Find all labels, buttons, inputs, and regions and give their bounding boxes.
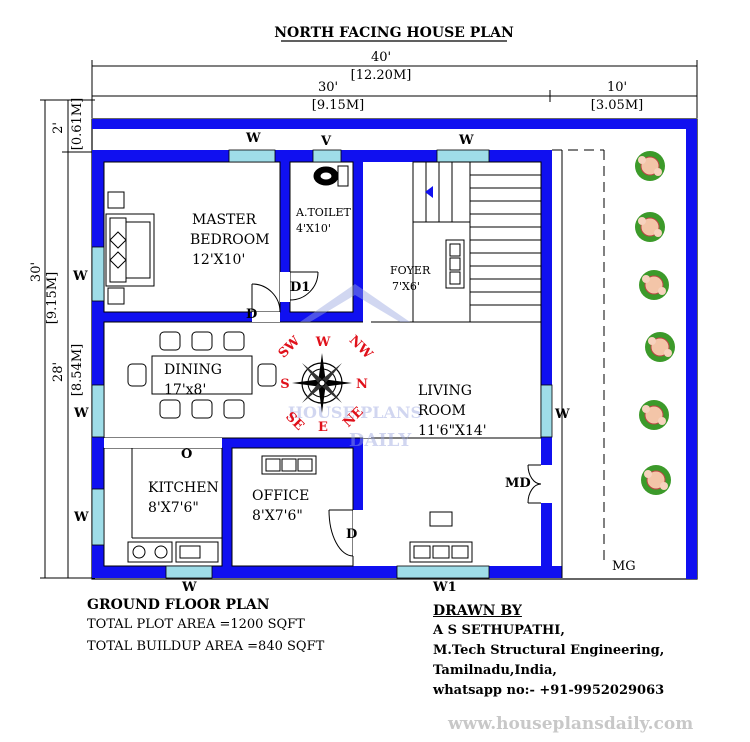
main-gate-label: MG <box>612 559 636 574</box>
dining-size: 17'x8' <box>164 382 206 398</box>
door-label-bedroom: D <box>246 307 257 322</box>
author-contact: whatsapp no:- +91-9952029063 <box>433 683 665 698</box>
toilet-name: A.TOILET <box>295 206 351 219</box>
door-openings <box>104 272 552 556</box>
window-label-right: W <box>554 407 570 422</box>
house-width-label: 30' <box>318 80 338 95</box>
left-dimensions <box>40 99 95 579</box>
house-depth-label: 28' <box>51 362 66 382</box>
buildup-area-text: TOTAL BUILDUP AREA =840 SQFT <box>87 639 325 654</box>
foyer-size: 7'X6' <box>392 280 420 293</box>
sofa-living-icon <box>409 511 473 563</box>
main-door-label: MD <box>505 476 531 491</box>
svg-text:SW: SW <box>276 333 304 361</box>
door-label-office: D <box>346 527 357 542</box>
foyer-name: FOYER <box>390 264 431 277</box>
kitchen-name: KITCHEN <box>148 480 219 496</box>
flower-icons <box>635 151 675 495</box>
toilet-icon <box>313 165 349 187</box>
ventilator-label: V <box>320 134 332 149</box>
office-sofa-icon <box>261 455 317 475</box>
front-margin-metric: [0.61M] <box>70 98 85 150</box>
bed-icon <box>105 191 155 305</box>
house-width-metric: [9.15M] <box>312 98 364 113</box>
kitchen-counter-icon <box>127 448 222 563</box>
living-size: 11'6"X14' <box>418 423 487 439</box>
side-width-label: 10' <box>607 80 627 95</box>
svg-text:E: E <box>318 420 328 435</box>
room-labels: MASTER BEDROOM 12'X10' A.TOILET 4'X10' F… <box>148 206 487 524</box>
author-location: Tamilnadu,India, <box>433 663 557 678</box>
author-qualification: M.Tech Structural Engineering, <box>433 643 665 658</box>
living-name: LIVING <box>418 383 472 399</box>
dining-table-icon <box>127 331 277 419</box>
window-label-top-1: W <box>245 131 261 146</box>
overall-width-label: 40' <box>371 50 391 65</box>
office-size: 8'X7'6" <box>252 508 303 524</box>
ground-floor-plan-label: GROUND FLOOR PLAN <box>87 597 270 613</box>
front-margin-label: 2' <box>51 122 66 134</box>
office-name: OFFICE <box>252 488 309 504</box>
overall-depth-label: 30' <box>29 262 44 282</box>
drawn-by-label: DRAWN BY <box>433 603 522 619</box>
master-bedroom-size: 12'X10' <box>192 252 245 268</box>
staircase <box>412 161 542 323</box>
windows <box>91 149 553 579</box>
master-bedroom-name-1: MASTER <box>192 212 257 228</box>
compass-icon <box>292 353 352 413</box>
svg-text:DAILY: DAILY <box>349 430 413 451</box>
window-label-left-2: W <box>73 406 89 421</box>
house-depth-metric: [8.54M] <box>70 344 85 396</box>
opening-labels: W V W W W W W W W1 D D1 D O MD MG <box>72 131 636 595</box>
dining-name: DINING <box>164 362 222 378</box>
master-bedroom-name-2: BEDROOM <box>190 232 270 248</box>
living-name-2: ROOM <box>418 403 466 419</box>
kitchen-size: 8'X7'6" <box>148 500 199 516</box>
overall-width-metric: [12.20M] <box>351 68 412 83</box>
window-w1-label: W1 <box>432 580 457 595</box>
stair-arrow-icon <box>425 186 433 198</box>
opening-label-kitchen: O <box>181 447 192 462</box>
side-width-metric: [3.05M] <box>591 98 643 113</box>
window-label-top-2: W <box>458 133 474 148</box>
window-label-left-3: W <box>73 510 89 525</box>
author-name: A S SETHUPATHI, <box>433 623 565 638</box>
overall-depth-metric: [9.15M] <box>45 272 60 324</box>
plan-title: NORTH FACING HOUSE PLAN <box>274 25 514 41</box>
svg-text:S: S <box>280 377 289 392</box>
sofa-foyer-icon <box>445 239 465 289</box>
plot-area-text: TOTAL PLOT AREA =1200 SQFT <box>87 617 305 632</box>
side-yard <box>552 149 605 578</box>
svg-text:N: N <box>356 377 368 392</box>
window-label-bottom: W <box>181 580 197 595</box>
window-label-left-1: W <box>72 269 88 284</box>
svg-text:W: W <box>315 335 331 350</box>
door-label-toilet: D1 <box>290 280 310 295</box>
door-swings <box>251 271 542 557</box>
toilet-size: 4'X10' <box>296 222 331 235</box>
top-dimensions <box>91 60 698 118</box>
website-watermark: www.houseplansdaily.com <box>448 714 694 734</box>
